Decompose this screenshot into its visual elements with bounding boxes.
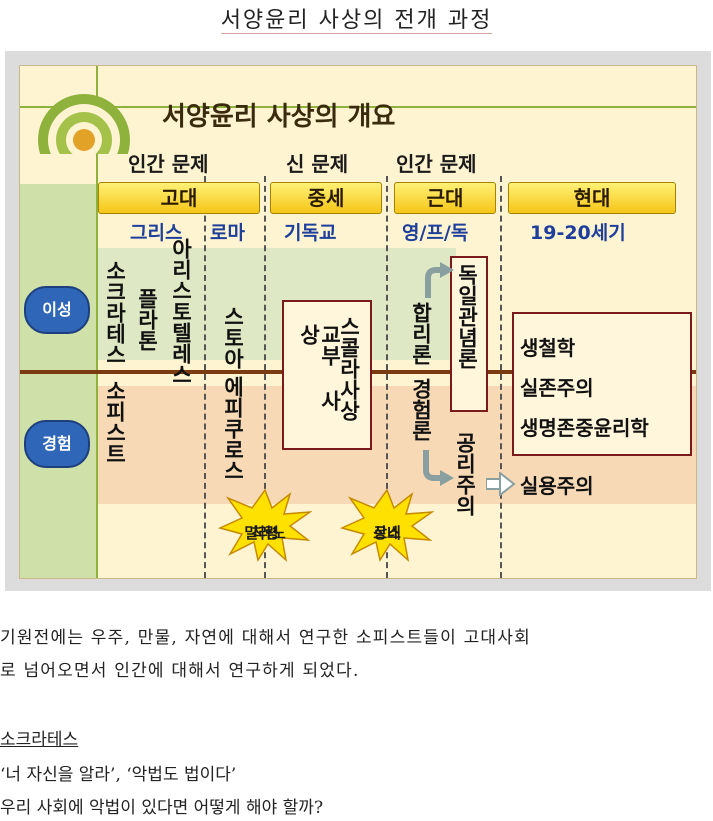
contemporary-box [512, 312, 692, 456]
german-idealism-label: 독일관념론 [455, 264, 479, 369]
sub-rome: 로마 [210, 222, 245, 244]
existentialism-label: 실존주의 [520, 376, 594, 400]
pragmatism-label: 실용주의 [520, 474, 594, 498]
paragraph-line-2: 로 넘어오면서 인간에 대해서 연구하게 되었다. [0, 661, 360, 681]
sub-christianity: 기독교 [284, 222, 337, 244]
reason-band [96, 248, 456, 360]
milan-line-2: 칙령 [251, 524, 279, 542]
divider-medieval-modern [386, 176, 388, 578]
renaissance-line-2: 상스 [373, 524, 401, 542]
era-ancient: 고대 [98, 182, 260, 214]
sub-uk-fr-de: 영/프/독 [402, 222, 469, 244]
milan-line-1: 밀라노 [244, 524, 286, 542]
overview-slide: 서양윤리 사상의 개요 인간 문제 신 문제 인간 문제 고대 중세 근대 현대… [5, 51, 711, 591]
slide-board: 서양윤리 사상의 개요 인간 문제 신 문제 인간 문제 고대 중세 근대 현대… [19, 65, 697, 579]
starburst-icon [218, 488, 312, 562]
arc-logo-icon [38, 94, 130, 154]
divider-modern-contemporary [500, 176, 502, 578]
sub-19-20-century: 19-20세기 [530, 222, 626, 244]
header-human-problem-modern: 인간 문제 [396, 152, 477, 176]
header-god-problem: 신 문제 [286, 152, 349, 176]
patristic-label: 교부 사상 [297, 324, 342, 411]
scholastic-label: 스콜라사상 [337, 316, 361, 421]
medieval-box [282, 300, 372, 450]
starburst-icon [340, 488, 434, 562]
life-philosophy-label: 생철학 [520, 336, 576, 360]
era-contemporary: 현대 [508, 182, 676, 214]
german-idealism-box [450, 256, 488, 412]
experience-label: 경험 [24, 420, 90, 468]
discussion-question: 우리 사회에 악법이 있다면 어떻게 해야 할까? [0, 798, 324, 818]
stoa-label: 스토아 [221, 306, 245, 369]
divider-ancient-medieval [264, 176, 266, 578]
slide-title: 서양윤리 사상의 개요 [162, 102, 396, 132]
reason-label: 이성 [24, 286, 90, 334]
document-title: 서양윤리 사상의 전개 과정 [220, 8, 493, 34]
aristotle-label: 아리스토텔레스 [169, 238, 193, 385]
arrow-right-icon [486, 472, 516, 496]
socrates-quote: ‘너 자신을 알라’, ‘악법도 법이다’ [0, 765, 237, 785]
plato-label: 플라톤 [135, 288, 159, 351]
rationalism-label: 합리론 [409, 302, 433, 365]
epicurus-label: 에피쿠로스 [221, 376, 245, 481]
renaissance-line-1: 르네 [373, 524, 401, 542]
arrow-down-right-icon [423, 450, 454, 486]
era-modern: 근대 [394, 182, 496, 214]
header-human-problem-ancient: 인간 문제 [128, 152, 209, 176]
sub-greece: 그리스 [130, 222, 183, 244]
bioethics-label: 생명존중윤리학 [520, 416, 649, 440]
sophist-label: 소피스트 [103, 380, 127, 464]
left-guide-line [96, 66, 98, 578]
arrow-up-right-icon [425, 262, 454, 298]
era-medieval: 중세 [270, 182, 382, 214]
paragraph-line-1: 기원전에는 우주, 만물, 자연에 대해서 연구한 소피스트들이 고대사회 [0, 628, 531, 648]
socrates-label: 소크라테스 [103, 260, 127, 365]
section-heading: 소크라테스 [0, 730, 79, 750]
top-guide-line [20, 106, 696, 108]
left-bar [20, 184, 96, 578]
divider-greece-rome [204, 176, 206, 578]
utilitarianism-label: 공리주의 [453, 432, 477, 516]
empiricism-label: 경험론 [409, 378, 433, 441]
